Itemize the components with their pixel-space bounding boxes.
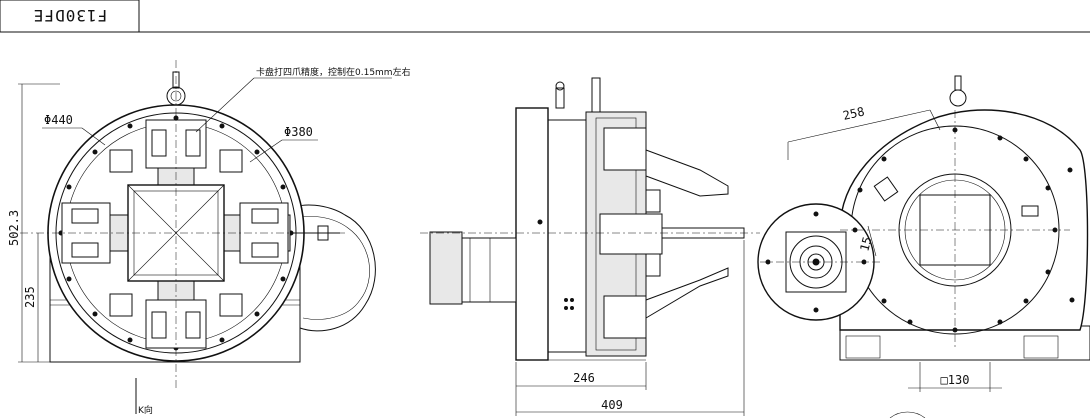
title-block: F130DFE [0,0,1090,33]
side-view: 246 409 [420,77,760,416]
front-view: Φ440 Φ380 卡盘打四爪精度，控制在0.15mm左右 502.3 235 … [7,60,411,416]
dim-square: □130 [941,373,970,387]
model-label: F130DFE [33,6,107,25]
dim-inner-diameter: Φ380 [284,125,313,139]
dim-center-height: 235 [23,286,37,308]
rear-view: 258 15 □130 [757,75,1090,418]
view-direction-label: K向 [138,404,153,416]
accuracy-note: 卡盘打四爪精度，控制在0.15mm左右 [256,66,411,78]
dim-small: 15 [857,235,874,253]
dim-radius: 258 [842,104,866,123]
dim-outer-diameter: Φ440 [44,113,73,127]
dim-total-height: 502.3 [7,210,21,246]
dim-body-width: 246 [573,371,595,385]
dim-total-width: 409 [601,398,623,412]
